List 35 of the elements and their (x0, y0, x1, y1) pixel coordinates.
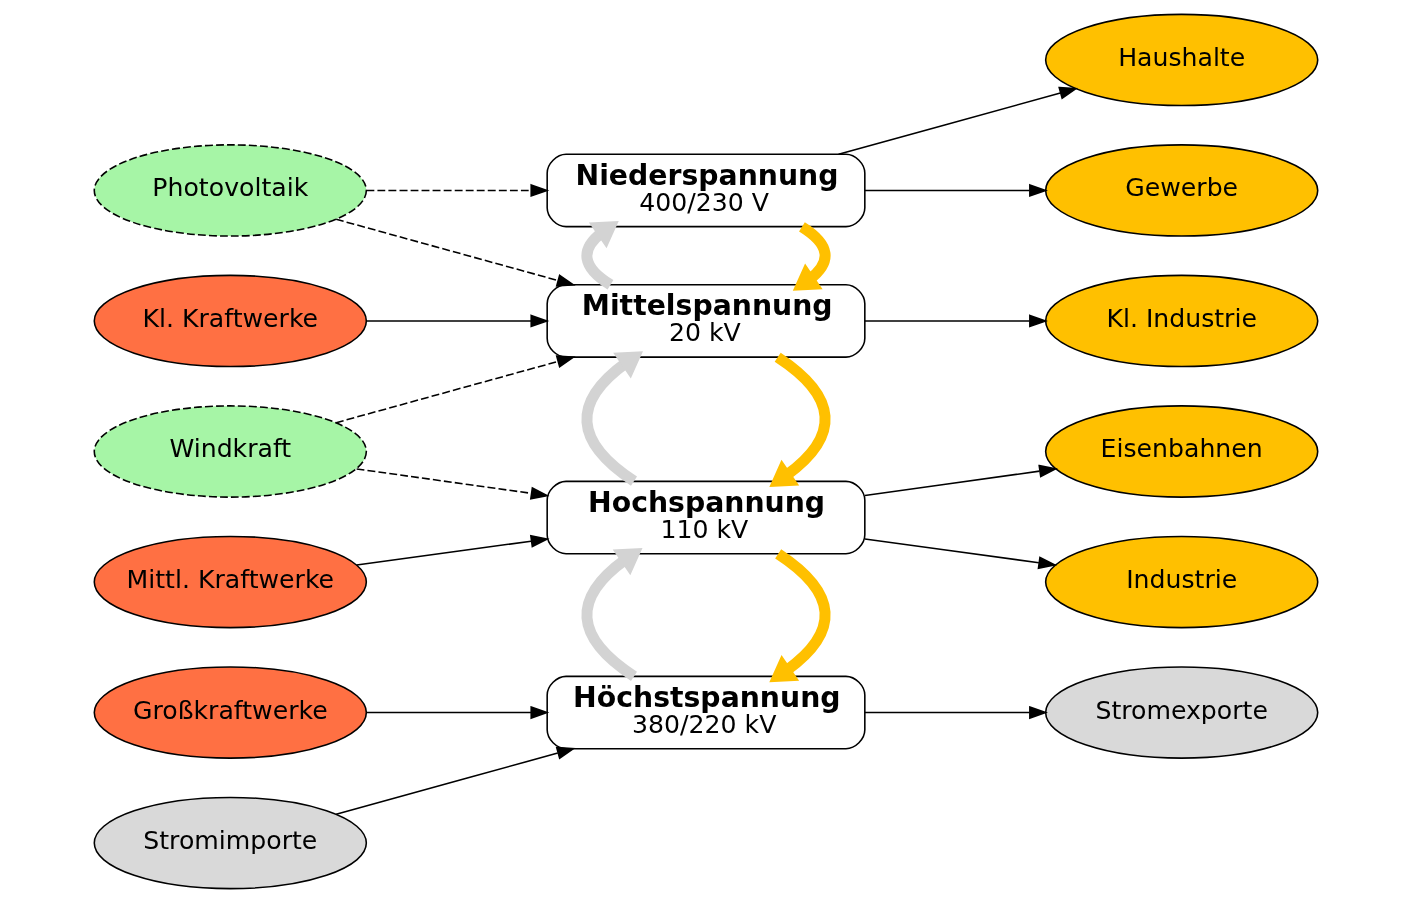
node-ellipse: Photovoltaik (93, 144, 368, 237)
arrow (864, 705, 1048, 720)
arrow (335, 746, 576, 816)
arrow (365, 705, 550, 720)
node-ellipse: Stromexporte (1044, 666, 1319, 759)
arrow (335, 218, 576, 287)
node-ellipse: Industrie (1044, 535, 1319, 629)
node-ellipse: Eisenbahnen (1044, 405, 1319, 498)
node-ellipse: Kl. Kraftwerke (93, 274, 368, 368)
arrow (365, 183, 550, 198)
node-ellipse: Haushalte (1044, 13, 1319, 107)
arrow (864, 464, 1058, 497)
arrow (581, 220, 619, 290)
arrow (355, 534, 550, 566)
node-box: Niederspannung 400/230 V (546, 153, 866, 228)
arrow (365, 314, 550, 328)
arrow (864, 314, 1048, 328)
node-ellipse: Kl. Industrie (1044, 274, 1319, 368)
node-ellipse: Stromimporte (93, 796, 368, 890)
arrow (581, 351, 643, 486)
arrow (837, 86, 1079, 156)
node-ellipse: Mittl. Kraftwerke (93, 535, 368, 629)
arrow (769, 352, 831, 488)
arrow (864, 183, 1048, 198)
node-ellipse: Großkraftwerke (93, 666, 368, 759)
arrow (581, 547, 643, 681)
node-box: Hochspannung 110 kV (546, 480, 866, 555)
node-ellipse: Gewerbe (1044, 144, 1319, 237)
node-box: Mittelspannung 20 kV (546, 284, 866, 358)
node-ellipse: Windkraft (93, 405, 368, 498)
arrow (769, 549, 831, 683)
arrow (335, 355, 576, 424)
arrow (355, 468, 550, 500)
arrow (864, 538, 1058, 570)
node-box: Höchstspannung 380/220 kV (546, 675, 866, 750)
